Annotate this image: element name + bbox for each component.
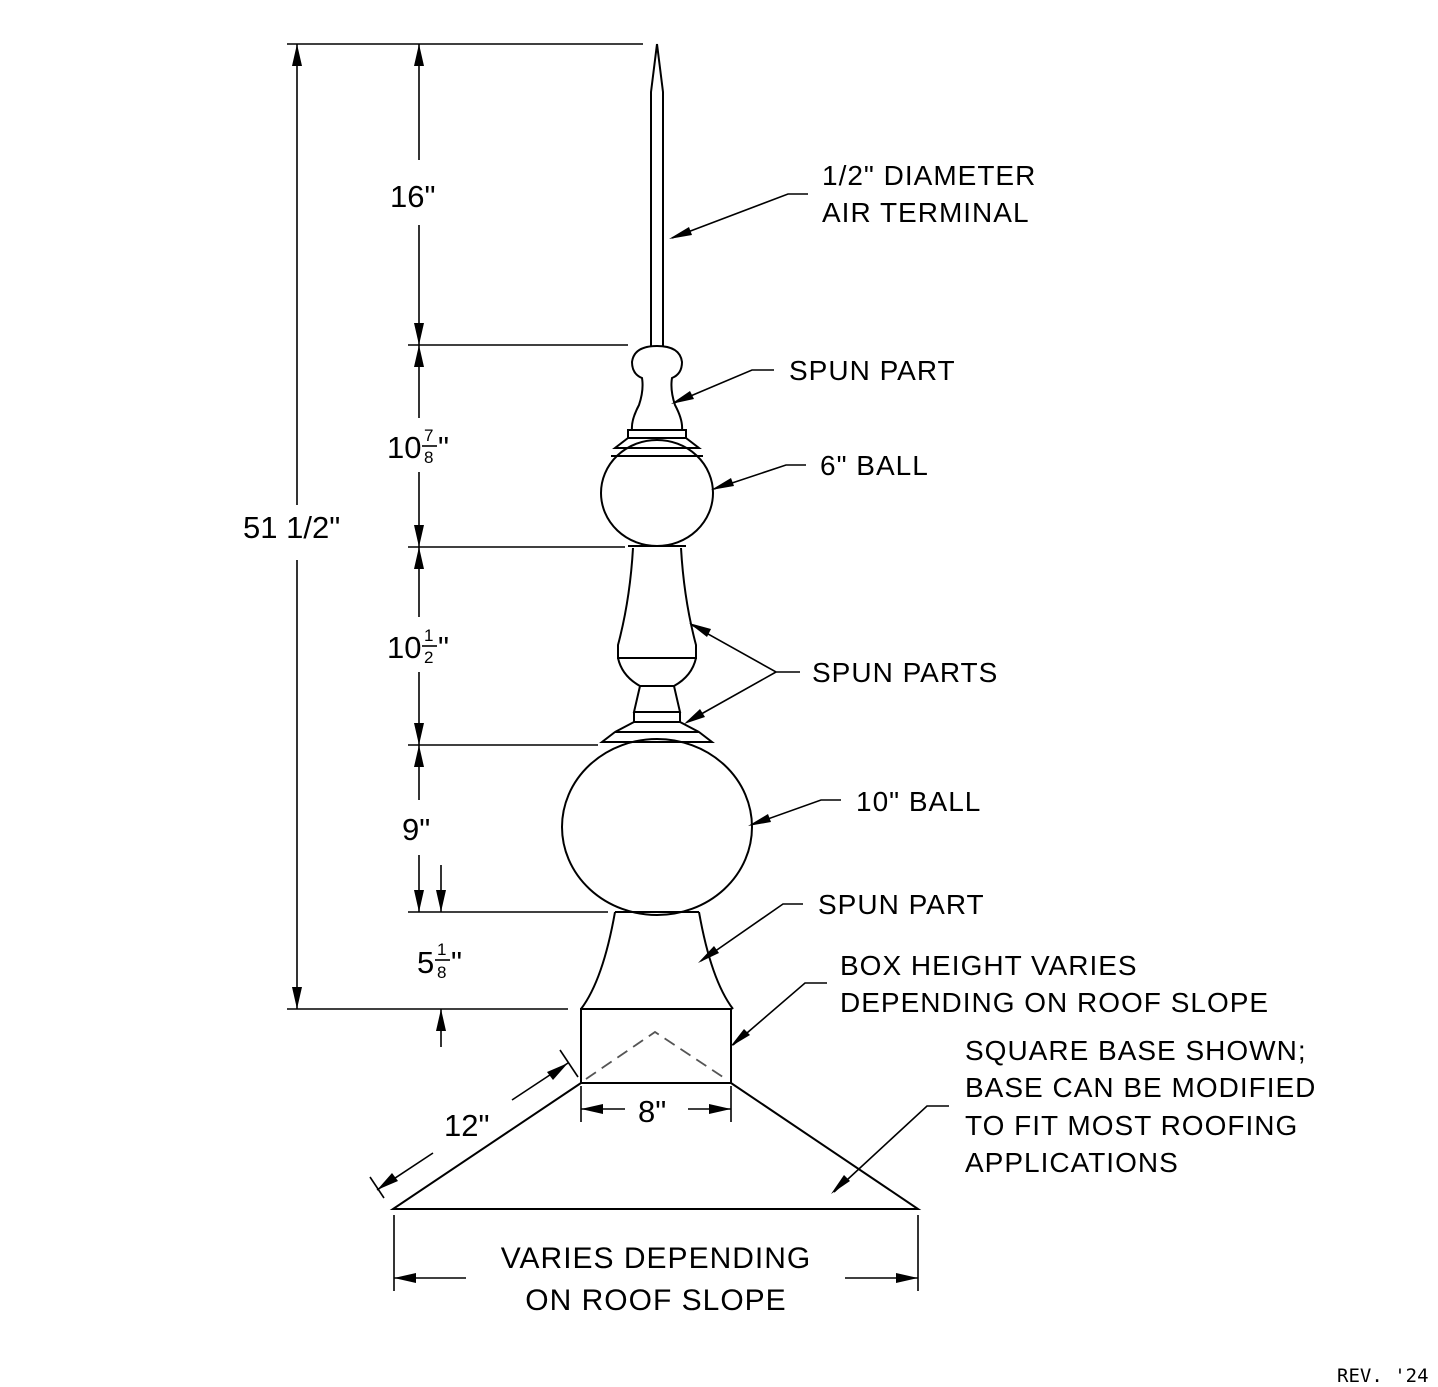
leader-air-terminal (671, 193, 808, 239)
label-large-ball: 10" BALL (856, 786, 981, 817)
arrowhead (581, 1104, 603, 1114)
dim-denominator: 2 (424, 648, 433, 667)
arrowhead (669, 227, 692, 239)
dim-total: 51 1/2" (243, 510, 340, 545)
leader-large-ball (750, 799, 841, 826)
arrowhead (831, 1175, 850, 1194)
arrowhead (414, 723, 424, 745)
dim-slope-length: 12" (444, 1108, 490, 1143)
dim-numerator: 1 (437, 940, 446, 959)
arrowhead (709, 1104, 731, 1114)
arrowhead (414, 525, 424, 547)
finial-assembly (389, 43, 922, 1210)
large-ball (561, 738, 753, 916)
dim-air-terminal: 16" (390, 179, 436, 214)
arrowhead (436, 890, 446, 912)
arrowhead (414, 547, 424, 569)
base-box (580, 1008, 732, 1084)
label-base-width-line1: VARIES DEPENDING (501, 1242, 812, 1275)
arrowhead (377, 1173, 398, 1190)
label-square-base-line4: APPLICATIONS (965, 1147, 1179, 1178)
dim-whole: 5 (417, 945, 434, 980)
dim-inch-mark: " (438, 630, 449, 665)
dim-ball-section: 9" (402, 812, 430, 847)
arrowhead (414, 890, 424, 912)
dim-denominator: 8 (437, 963, 446, 982)
ext-line-slope-top (559, 1049, 579, 1078)
dim-upper-section: 10 7 8 " (387, 426, 449, 467)
arrowhead (689, 623, 711, 637)
dim-box-width: 8" (638, 1094, 666, 1129)
leader-square-base (833, 1105, 949, 1193)
label-box-height-line2: DEPENDING ON ROOF SLOPE (840, 987, 1269, 1018)
leader-spun-part-bottom (700, 903, 803, 962)
leader-spun-part-top (673, 369, 774, 404)
callout-labels: 1/2" DIAMETER AIR TERMINAL SPUN PART 6" … (501, 160, 1316, 1317)
dim-whole: 10 (387, 630, 421, 665)
label-spun-part-top: SPUN PART (789, 355, 956, 386)
hidden-roof-line (585, 1030, 727, 1080)
dim-base-section: 5 1 8 " (417, 940, 462, 982)
leader-box-height (732, 982, 827, 1046)
arrowhead (711, 478, 734, 490)
arrowhead (414, 345, 424, 367)
label-box-height-line1: BOX HEIGHT VARIES (840, 950, 1138, 981)
arrowhead (436, 1009, 446, 1031)
label-small-ball: 6" BALL (820, 450, 929, 481)
dim-denominator: 8 (424, 448, 433, 467)
arrowhead (730, 1029, 750, 1047)
label-square-base-line1: SQUARE BASE SHOWN; (965, 1035, 1307, 1066)
label-base-width-line2: ON ROOF SLOPE (525, 1284, 786, 1317)
arrowhead (684, 709, 705, 724)
arrowhead (414, 44, 424, 66)
label-air-terminal-line1: 1/2" DIAMETER (822, 160, 1036, 191)
arrowhead (547, 1063, 568, 1080)
label-square-base-line3: TO FIT MOST ROOFING (965, 1110, 1298, 1141)
label-square-base-line2: BASE CAN BE MODIFIED (965, 1072, 1316, 1103)
arrowhead (671, 391, 694, 404)
dim-numerator: 7 (424, 426, 433, 445)
label-air-terminal-line2: AIR TERMINAL (822, 197, 1030, 228)
arrowhead (292, 44, 302, 66)
label-spun-part-bottom: SPUN PART (818, 889, 985, 920)
dimension-lines (287, 43, 919, 1291)
arrowhead (414, 745, 424, 767)
dim-whole: 10 (387, 430, 421, 465)
ext-line-slope-bottom (369, 1176, 385, 1199)
label-spun-parts: SPUN PARTS (812, 657, 998, 688)
arrowhead (748, 814, 771, 826)
arrowhead (896, 1273, 918, 1283)
arrowhead (698, 946, 719, 963)
spun-part-middle (599, 547, 715, 743)
leader-lines (669, 193, 949, 1194)
dim-inch-mark: " (438, 430, 449, 465)
arrowhead (394, 1273, 416, 1283)
arrowhead (292, 987, 302, 1009)
ball-collar (611, 455, 703, 547)
roof-base (389, 1082, 922, 1210)
revision-note: REV. '24 (1337, 1365, 1429, 1387)
air-terminal-rod (650, 43, 664, 346)
dim-middle-section: 10 1 2 " (387, 626, 449, 667)
arrowhead (414, 323, 424, 345)
dim-inch-mark: " (451, 945, 462, 980)
spun-part-top (612, 344, 702, 449)
spun-part-bottom (580, 911, 734, 1010)
leader-small-ball (713, 464, 806, 490)
dim-numerator: 1 (424, 626, 433, 645)
dimension-text: 51 1/2" 16" 10 7 8 " 10 1 2 " 9" 5 1 8 "… (243, 179, 666, 1143)
